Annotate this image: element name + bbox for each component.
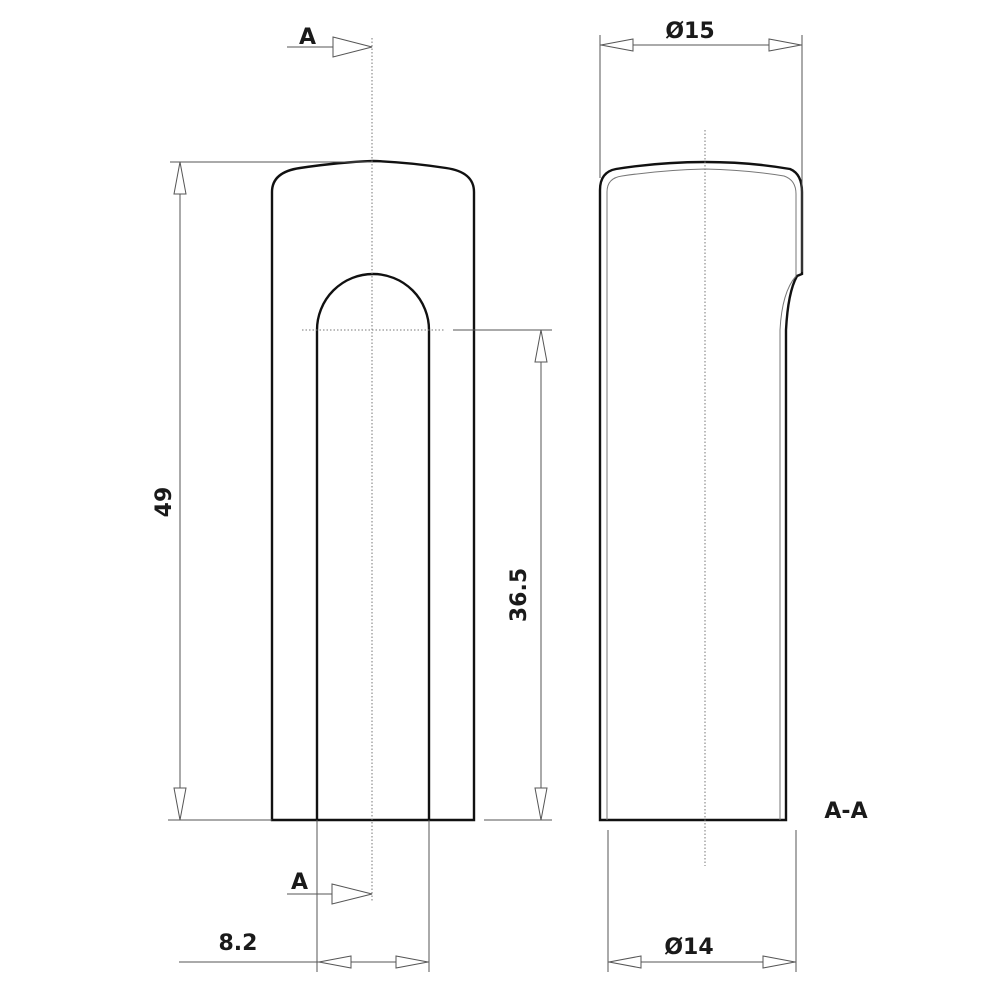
dimension-label-49: 49	[152, 487, 177, 518]
section-outline	[598, 160, 804, 822]
dimension-slot-width: 8.2	[179, 820, 430, 972]
dimension-slot-depth: 36.5	[453, 329, 552, 821]
dimension-label-d15: Ø15	[665, 19, 714, 44]
arrow-icon	[331, 883, 373, 905]
section-mark-top: A	[287, 25, 373, 58]
dimension-label-d14: Ø14	[664, 935, 713, 960]
dimension-outer-diameter: Ø15	[599, 19, 803, 272]
front-outline	[270, 159, 476, 822]
section-inner-line	[606, 168, 797, 820]
section-view-label: A-A	[824, 799, 867, 824]
dimension-inner-diameter: Ø14	[607, 830, 797, 972]
slot-outline	[315, 272, 431, 820]
dimension-label-8-2: 8.2	[219, 931, 258, 956]
arrow-icon	[332, 36, 373, 58]
dimension-label-36-5: 36.5	[507, 568, 532, 622]
section-mark-bottom: A	[287, 870, 373, 905]
dimension-overall-height: 49	[152, 161, 372, 821]
section-view: A-A	[598, 130, 868, 866]
section-label-top: A	[299, 25, 316, 50]
section-label-bottom: A	[291, 870, 308, 895]
front-view	[270, 38, 476, 902]
